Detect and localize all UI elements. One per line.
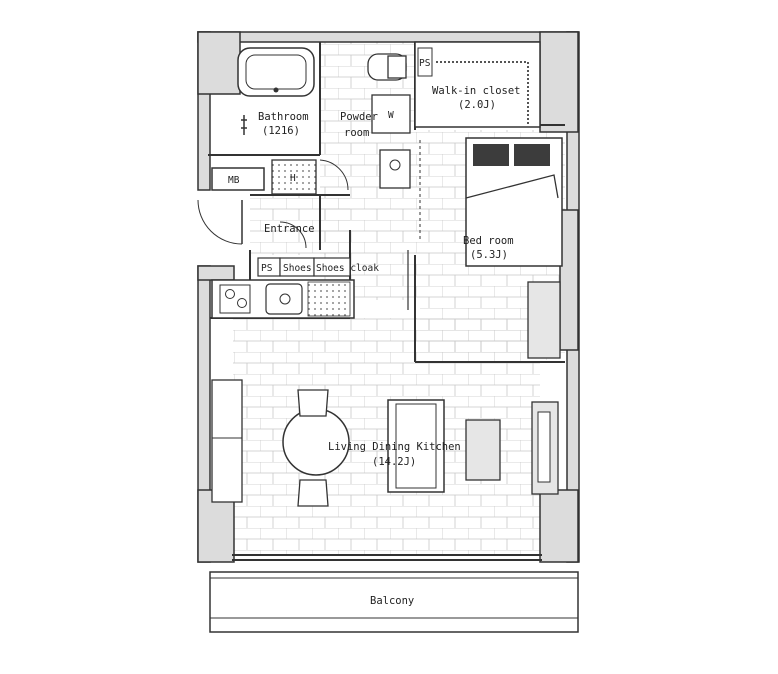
living-dining-kitchen: Living Dining Kitchen (14.2J) xyxy=(211,379,559,507)
balcony-label: Balcony xyxy=(370,595,414,607)
ldk-area: (14.2J) xyxy=(372,456,416,468)
bathroom-area: (1216) xyxy=(262,125,300,137)
bathroom: Bathroom (1216) xyxy=(237,47,315,137)
bed-room-label: Bed room xyxy=(463,235,514,247)
shoes-cloak-2: Shoes cloak xyxy=(316,263,379,274)
pillow-left xyxy=(473,144,509,166)
h-mark: H xyxy=(290,173,296,184)
bed-room: Bed room (5.3J) xyxy=(407,137,563,359)
coffee-table xyxy=(465,419,501,481)
powder-room: W Powder room xyxy=(340,53,411,189)
balcony: Balcony xyxy=(209,571,579,633)
powder-room-label: Powder xyxy=(340,111,378,123)
ps-top-label: PS xyxy=(419,58,431,69)
ps-entry-label: PS xyxy=(261,263,273,274)
powder-room-label-2: room xyxy=(344,127,369,139)
bathroom-label: Bathroom xyxy=(258,111,309,123)
walk-in-closet: PS Walk-in closet (2.0J) xyxy=(414,41,541,128)
walk-in-closet-area: (2.0J) xyxy=(458,99,496,111)
walk-in-closet-label: Walk-in closet xyxy=(432,85,521,97)
exterior-walls xyxy=(197,31,580,563)
drain-icon xyxy=(273,87,279,93)
entrance-label: Entrance xyxy=(264,223,315,235)
pillow-right xyxy=(514,144,550,166)
ldk-label: Living Dining Kitchen xyxy=(328,441,461,453)
washer-mark: W xyxy=(388,110,394,121)
mb-label: MB xyxy=(228,175,240,186)
kitchen-counter xyxy=(211,279,355,319)
utility-area: MB H xyxy=(211,159,349,195)
entrance: Entrance PS Shoes cloak Shoes cloak xyxy=(197,199,379,277)
bed-room-area: (5.3J) xyxy=(470,249,508,261)
